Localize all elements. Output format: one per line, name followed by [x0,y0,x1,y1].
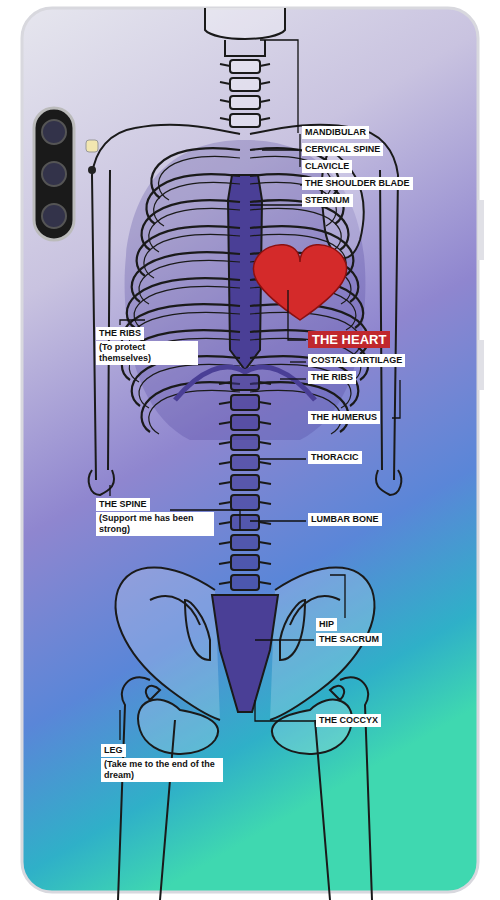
part-label: MANDIBULAR [302,126,369,139]
bone-shape [219,522,271,524]
bone-shape [219,482,271,484]
bone-shape [219,502,271,504]
bone-shape [230,60,260,73]
bone-shape [376,470,401,495]
bone-shape [219,382,271,384]
bone-shape [142,200,240,250]
bone-shape [89,470,114,495]
part-label: HIP [316,618,337,631]
bone-shape [159,156,240,200]
bone-shape [231,395,259,410]
bone-shape [134,286,240,330]
bone-shape [219,562,271,564]
part-label: THE COCCYX [316,714,381,727]
bone-shape [154,182,240,226]
bone-shape [116,568,220,721]
bone-shape [185,600,305,660]
bone-shape [219,462,271,464]
bone-shape [219,582,271,584]
bone-shape [231,555,259,570]
bone-shape [250,200,348,250]
part-label: COSTAL CARTILAGE [308,354,405,367]
part-label: CLAVICLE [302,160,352,173]
bone-shape [132,252,240,302]
bone-shape [230,96,260,109]
bone-shape [220,82,270,84]
bone-shape [231,515,259,530]
bone-shape [231,575,259,590]
part-label: THE SPINE [96,498,150,511]
bone-shape [139,260,240,304]
part-label: STERNUM [302,194,353,207]
bone-shape [230,78,260,91]
bone-shape [149,208,240,252]
part-label: THE RIBS [96,327,144,340]
bone-shape [231,375,259,390]
bone-shape [220,100,270,102]
part-label: THORACIC [308,451,362,464]
part-label: CERVICAL SPINE [302,143,383,156]
part-label: LEG [101,744,126,757]
note-text: (Support me has been strong) [96,512,214,536]
bone-shape [144,234,240,278]
part-label: THE SACRUM [316,633,382,646]
note-text: (To protect themselves) [96,341,198,365]
bone-shape [205,8,285,39]
bone-shape [219,402,271,404]
bone-shape [137,226,240,276]
bone-shape [146,174,240,224]
bone-shape [142,382,240,432]
bone-shape [231,455,259,470]
bone-shape [231,435,259,450]
bone-shape [135,125,240,134]
highlight-label: THE HEART [308,331,390,348]
bone-shape [212,595,278,712]
bone-shape [219,442,271,444]
part-label: LUMBAR BONE [308,513,382,526]
bone-shape [220,118,270,120]
bone-shape [231,475,259,490]
bone-shape [219,422,271,424]
bone-shape [151,148,240,198]
bone-shape [231,495,259,510]
part-label: THE RIBS [308,371,356,384]
bone-shape [315,677,372,900]
bone-shape [225,40,265,56]
bone-shape [231,535,259,550]
bone-shape [250,382,348,432]
bone-shape [149,390,240,434]
note-text: (Take me to the end of the dream) [101,758,223,782]
bone-shape [219,542,271,544]
bone-shape [220,64,270,66]
part-label: THE HUMERUS [308,411,380,424]
bone-shape [118,677,175,900]
bone-shape [230,114,260,127]
part-label: THE SHOULDER BLADE [302,177,413,190]
bone-shape [146,686,344,700]
bone-shape [231,415,259,430]
